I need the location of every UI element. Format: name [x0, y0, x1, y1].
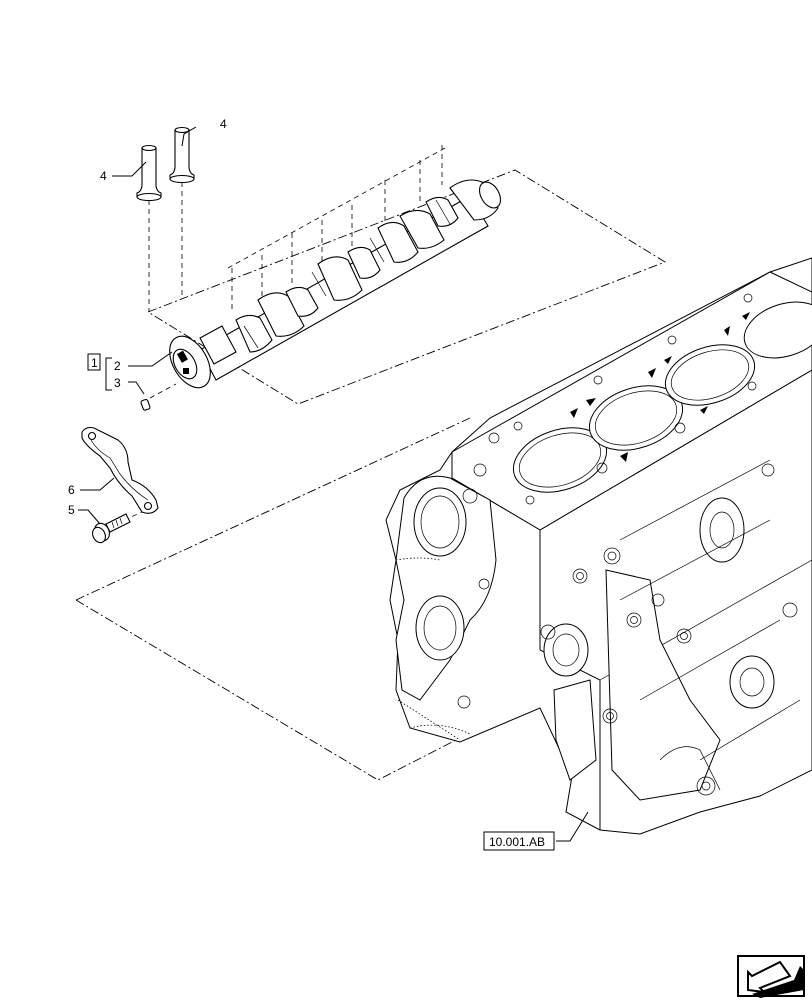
- kit-box: 1: [87, 353, 101, 371]
- lobe-projection-lines: [227, 145, 446, 310]
- callout-4-top: 4: [220, 117, 227, 131]
- bolt: [92, 511, 143, 544]
- callout-2: 2: [114, 359, 121, 373]
- kit-box-label: 1: [91, 356, 98, 370]
- camshaft: [169, 179, 502, 389]
- callout-6: 6: [68, 483, 75, 497]
- leader-lines: [78, 126, 589, 842]
- thrust-plate: [81, 426, 159, 514]
- callout-3: 3: [114, 376, 121, 390]
- dowel-pin: [140, 383, 177, 411]
- callout-4-left: 4: [100, 169, 107, 183]
- engine-block: [385, 257, 812, 835]
- tappet-left: [136, 144, 162, 312]
- assembly-envelope-camshaft: [146, 169, 667, 405]
- reference-label[interactable]: 10.001.AB: [489, 835, 545, 849]
- callout-5: 5: [68, 503, 75, 517]
- reference-link[interactable]: 10.001.AB: [483, 831, 555, 851]
- tappet-right: [169, 126, 195, 298]
- arrow-icon[interactable]: [737, 955, 805, 998]
